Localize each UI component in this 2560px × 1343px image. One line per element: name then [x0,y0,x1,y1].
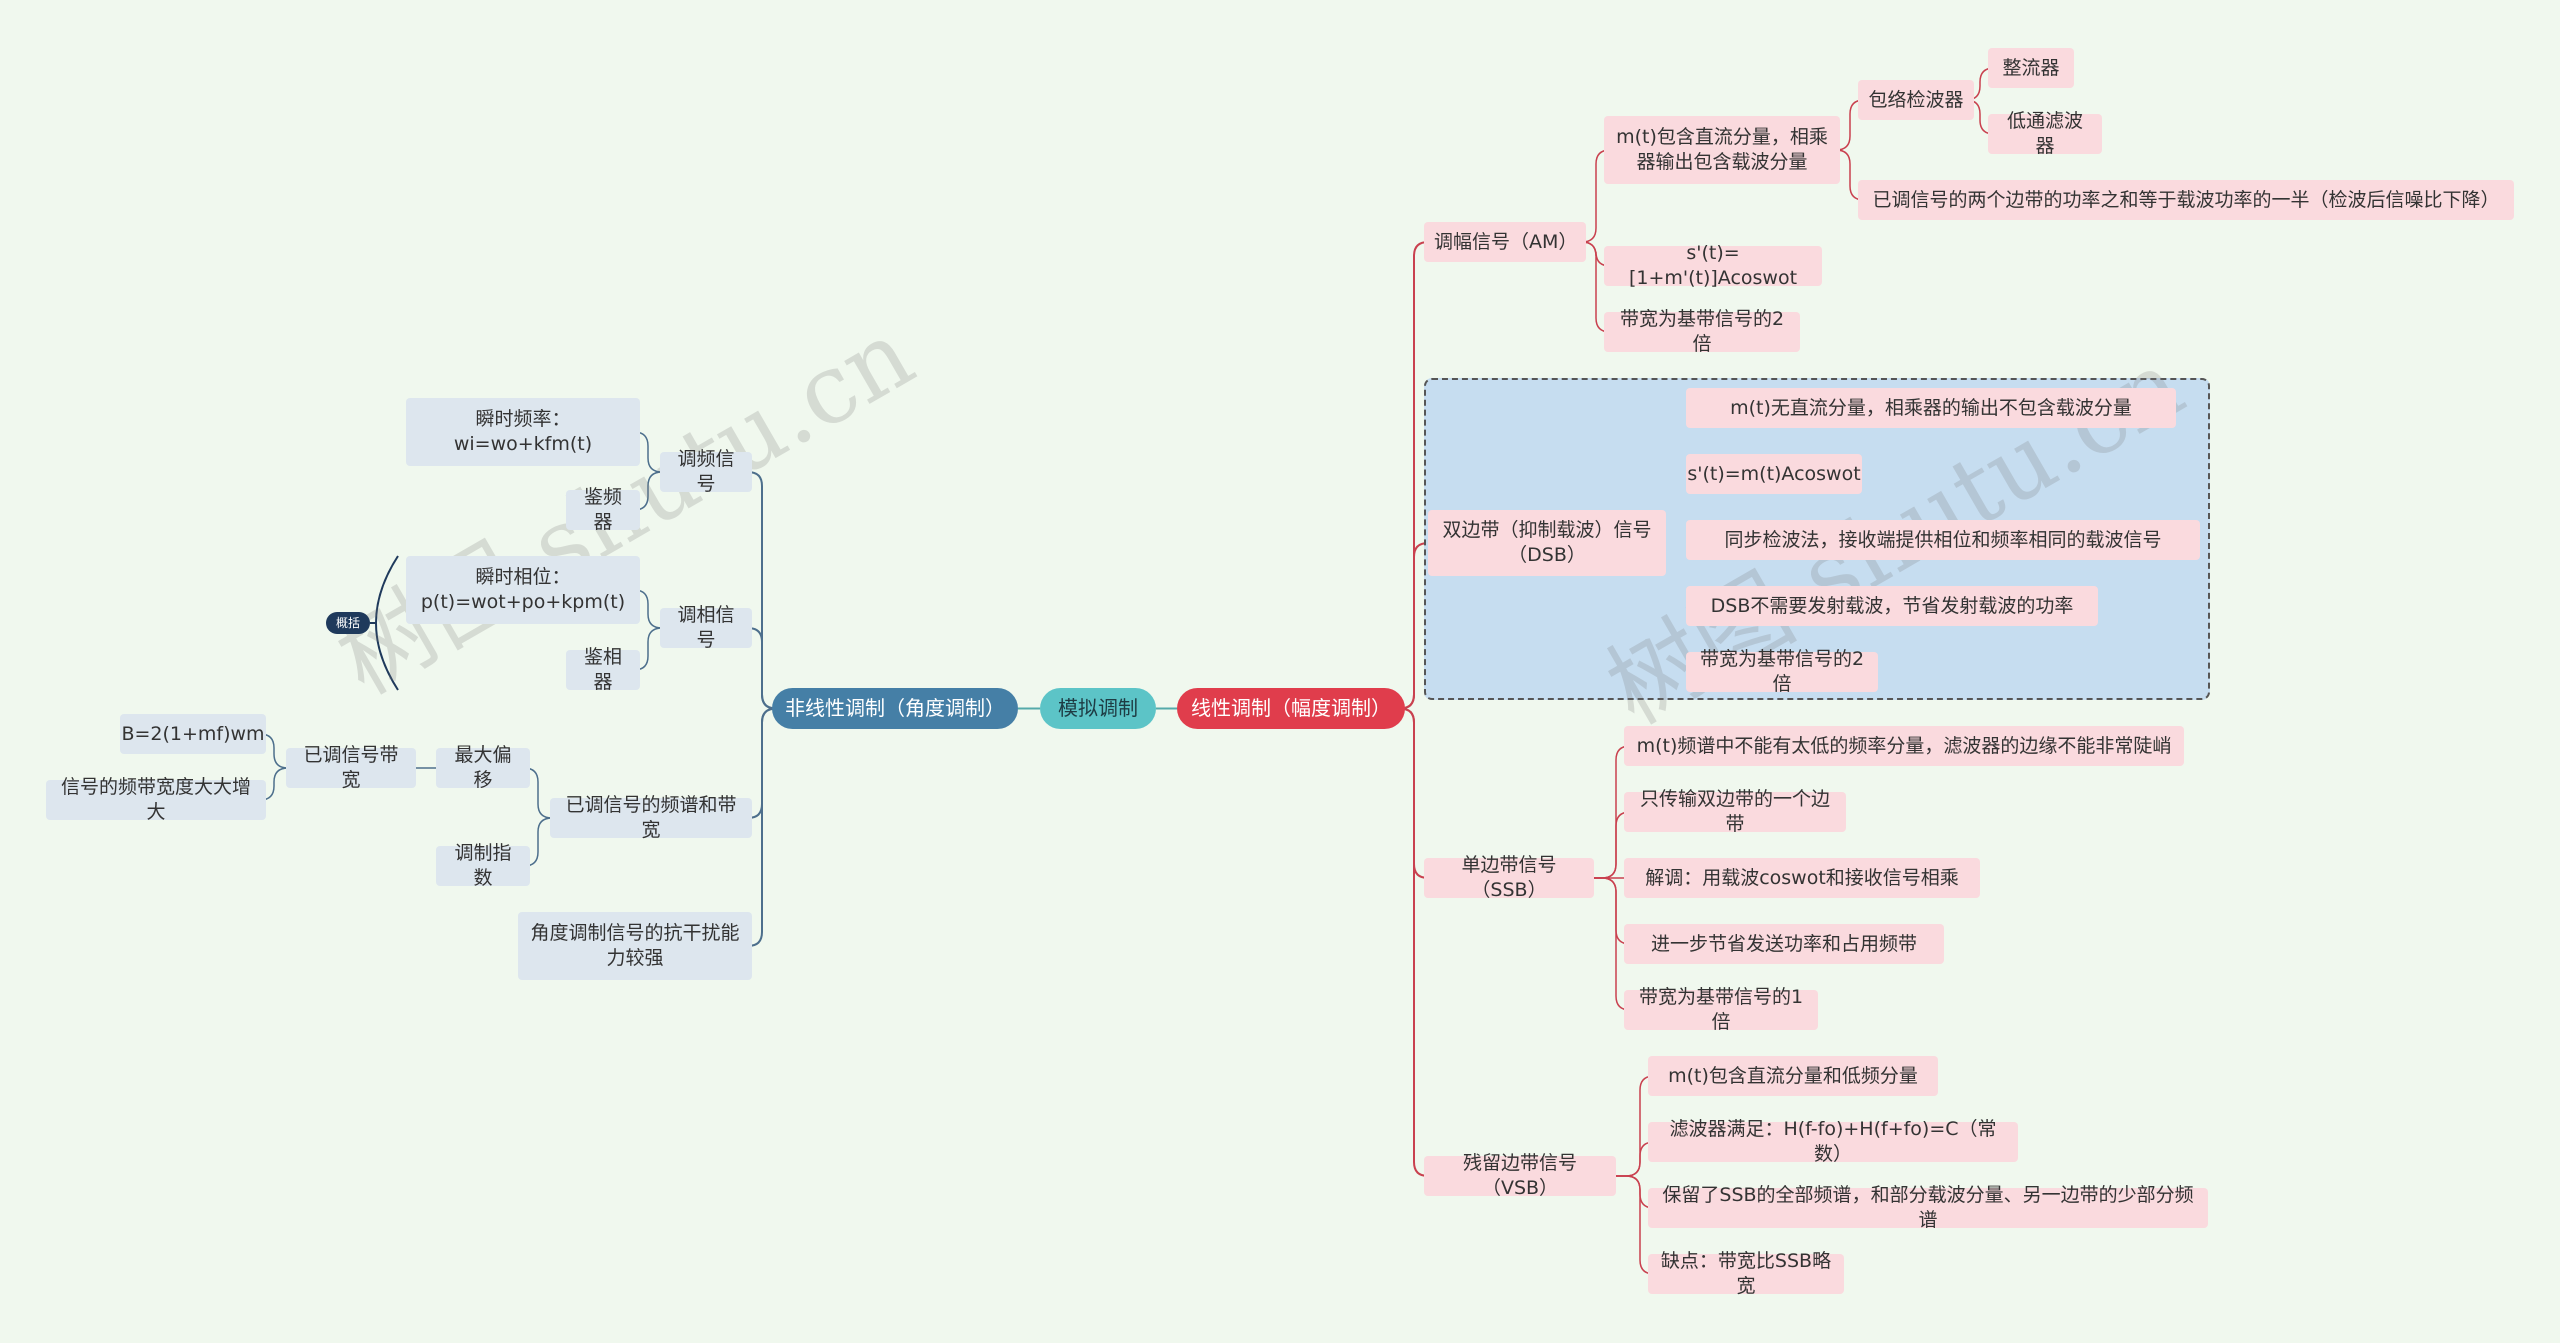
ssb-item-2[interactable]: 只传输双边带的一个边带 [1624,788,1846,835]
am-dc-component[interactable]: m(t)包含直流分量，相乘器输出包含载波分量 [1604,116,1840,184]
lowpass-filter-node[interactable]: 低通滤波器 [1988,110,2102,157]
pm-instant-phase[interactable]: 瞬时相位：p(t)=wot+po+kpm(t) [406,556,640,624]
am-power-note[interactable]: 已调信号的两个边带的功率之和等于载波功率的一半（检波后信噪比下降） [1858,180,2514,220]
anti-interference-node[interactable]: 角度调制信号的抗干扰能力较强 [518,912,752,980]
link-nonlinear-modulation-node-pm-node [747,627,777,710]
dsb-item-3[interactable]: 同步检波法，接收端提供相位和频率相同的载波信号 [1686,520,2200,560]
bandwidth-increase-note[interactable]: 信号的频带宽度大大增大 [46,776,266,823]
ssb-item-4[interactable]: 进一步节省发送功率和占用频带 [1624,924,1944,964]
dsb-node[interactable]: 双边带（抑制载波）信号（DSB） [1428,510,1666,576]
vsb-item-1[interactable]: m(t)包含直流分量和低频分量 [1648,1056,1938,1096]
modulation-index-node[interactable]: 调制指数 [436,842,530,889]
modulated-bandwidth-node[interactable]: 已调信号带宽 [286,744,416,791]
bandwidth-formula[interactable]: B=2(1+mf)wm [120,714,266,754]
am-formula[interactable]: s'(t)=[1+m'(t)]Acoswot [1604,242,1822,289]
am-node[interactable]: 调幅信号（AM） [1424,222,1586,262]
rectifier-node[interactable]: 整流器 [1988,48,2074,88]
dsb-item-4[interactable]: DSB不需要发射载波，节省发射载波的功率 [1686,586,2098,626]
link-nonlinear-modulation-node-anti-interference-node [747,707,777,947]
summary-brace [374,555,399,691]
summary-tag[interactable]: 概括 [326,612,370,634]
linear-modulation-node[interactable]: 线性调制（幅度调制） [1177,688,1405,729]
envelope-detector-node[interactable]: 包络检波器 [1858,80,1974,120]
am-bandwidth[interactable]: 带宽为基带信号的2倍 [1604,308,1800,355]
fm-node[interactable]: 调频信号 [660,448,752,495]
ssb-item-3[interactable]: 解调：用载波coswot和接收信号相乘 [1624,858,1980,898]
frequency-discriminator[interactable]: 鉴频器 [566,486,640,533]
vsb-node[interactable]: 残留边带信号（VSB） [1424,1152,1616,1199]
fm-instant-frequency[interactable]: 瞬时频率：wi=wo+kfm(t) [406,398,640,466]
dsb-item-1[interactable]: m(t)无直流分量，相乘器的输出不包含载波分量 [1686,388,2176,428]
center-node[interactable]: 模拟调制 [1040,688,1156,729]
ssb-item-1[interactable]: m(t)频谱中不能有太低的频率分量，滤波器的边缘不能非常陡峭 [1624,726,2184,766]
pm-node[interactable]: 调相信号 [660,604,752,651]
spectrum-bandwidth-node[interactable]: 已调信号的频谱和带宽 [550,794,752,841]
ssb-node[interactable]: 单边带信号（SSB） [1424,854,1594,901]
nonlinear-modulation-node[interactable]: 非线性调制（角度调制） [772,688,1018,729]
dsb-item-5[interactable]: 带宽为基带信号的2倍 [1686,648,1878,695]
link-linear-modulation-node-dsb-node [1399,542,1429,710]
vsb-item-3[interactable]: 保留了SSB的全部频谱，和部分载波分量、另一边带的少部分频谱 [1648,1184,2208,1231]
vsb-item-4[interactable]: 缺点：带宽比SSB略宽 [1648,1250,1844,1297]
ssb-item-5[interactable]: 带宽为基带信号的1倍 [1624,986,1818,1033]
max-deviation-node[interactable]: 最大偏移 [436,744,530,791]
link-linear-modulation-node-vsb-node [1399,707,1429,1177]
phase-detector[interactable]: 鉴相器 [566,646,640,693]
dsb-item-2[interactable]: s'(t)=m(t)Acoswot [1686,454,1862,494]
vsb-item-2[interactable]: 滤波器满足：H(f-fo)+H(f+fo)=C（常数） [1648,1118,2018,1165]
